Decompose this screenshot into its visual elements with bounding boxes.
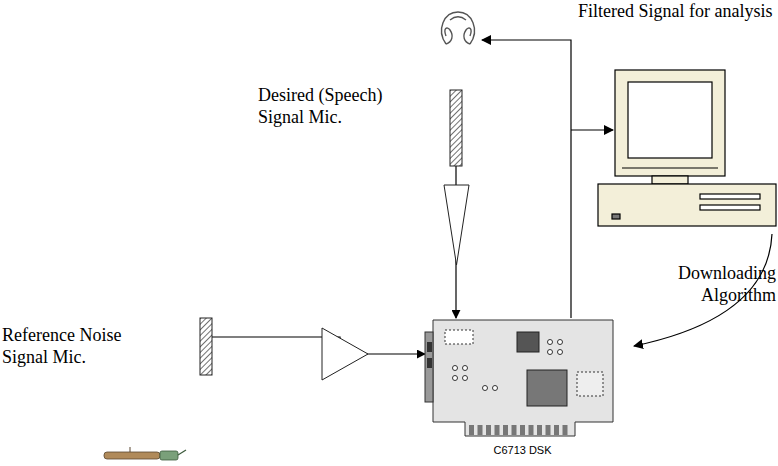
computer-icon bbox=[598, 70, 776, 226]
microphone: Desired (Speech) Signal Mic. bbox=[258, 84, 470, 170]
amplifier-symbol bbox=[444, 185, 469, 265]
dsp-chip bbox=[527, 370, 567, 406]
chip bbox=[517, 332, 539, 352]
mic-label: Desired (Speech) Signal Mic. bbox=[258, 84, 408, 128]
microphone-body bbox=[450, 90, 462, 166]
bracket bbox=[425, 332, 433, 402]
dsp-board: C6713 DSK bbox=[425, 318, 620, 462]
signal-wire bbox=[212, 337, 425, 354]
handpiece-icon bbox=[104, 447, 186, 460]
amplifier-symbol bbox=[322, 328, 368, 380]
microphone: Reference Noise Signal Mic. bbox=[2, 318, 216, 378]
signal-label: Downloading Algorithm bbox=[604, 262, 776, 306]
board-name: C6713 DSK bbox=[425, 444, 620, 457]
headphone-icon bbox=[442, 12, 475, 44]
signal-label: Filtered Signal for analysis bbox=[578, 0, 774, 22]
circuit-board bbox=[433, 320, 613, 436]
mic-label: Reference Noise Signal Mic. bbox=[2, 324, 162, 368]
microphone-body bbox=[200, 318, 212, 375]
board-drawing bbox=[425, 318, 620, 442]
